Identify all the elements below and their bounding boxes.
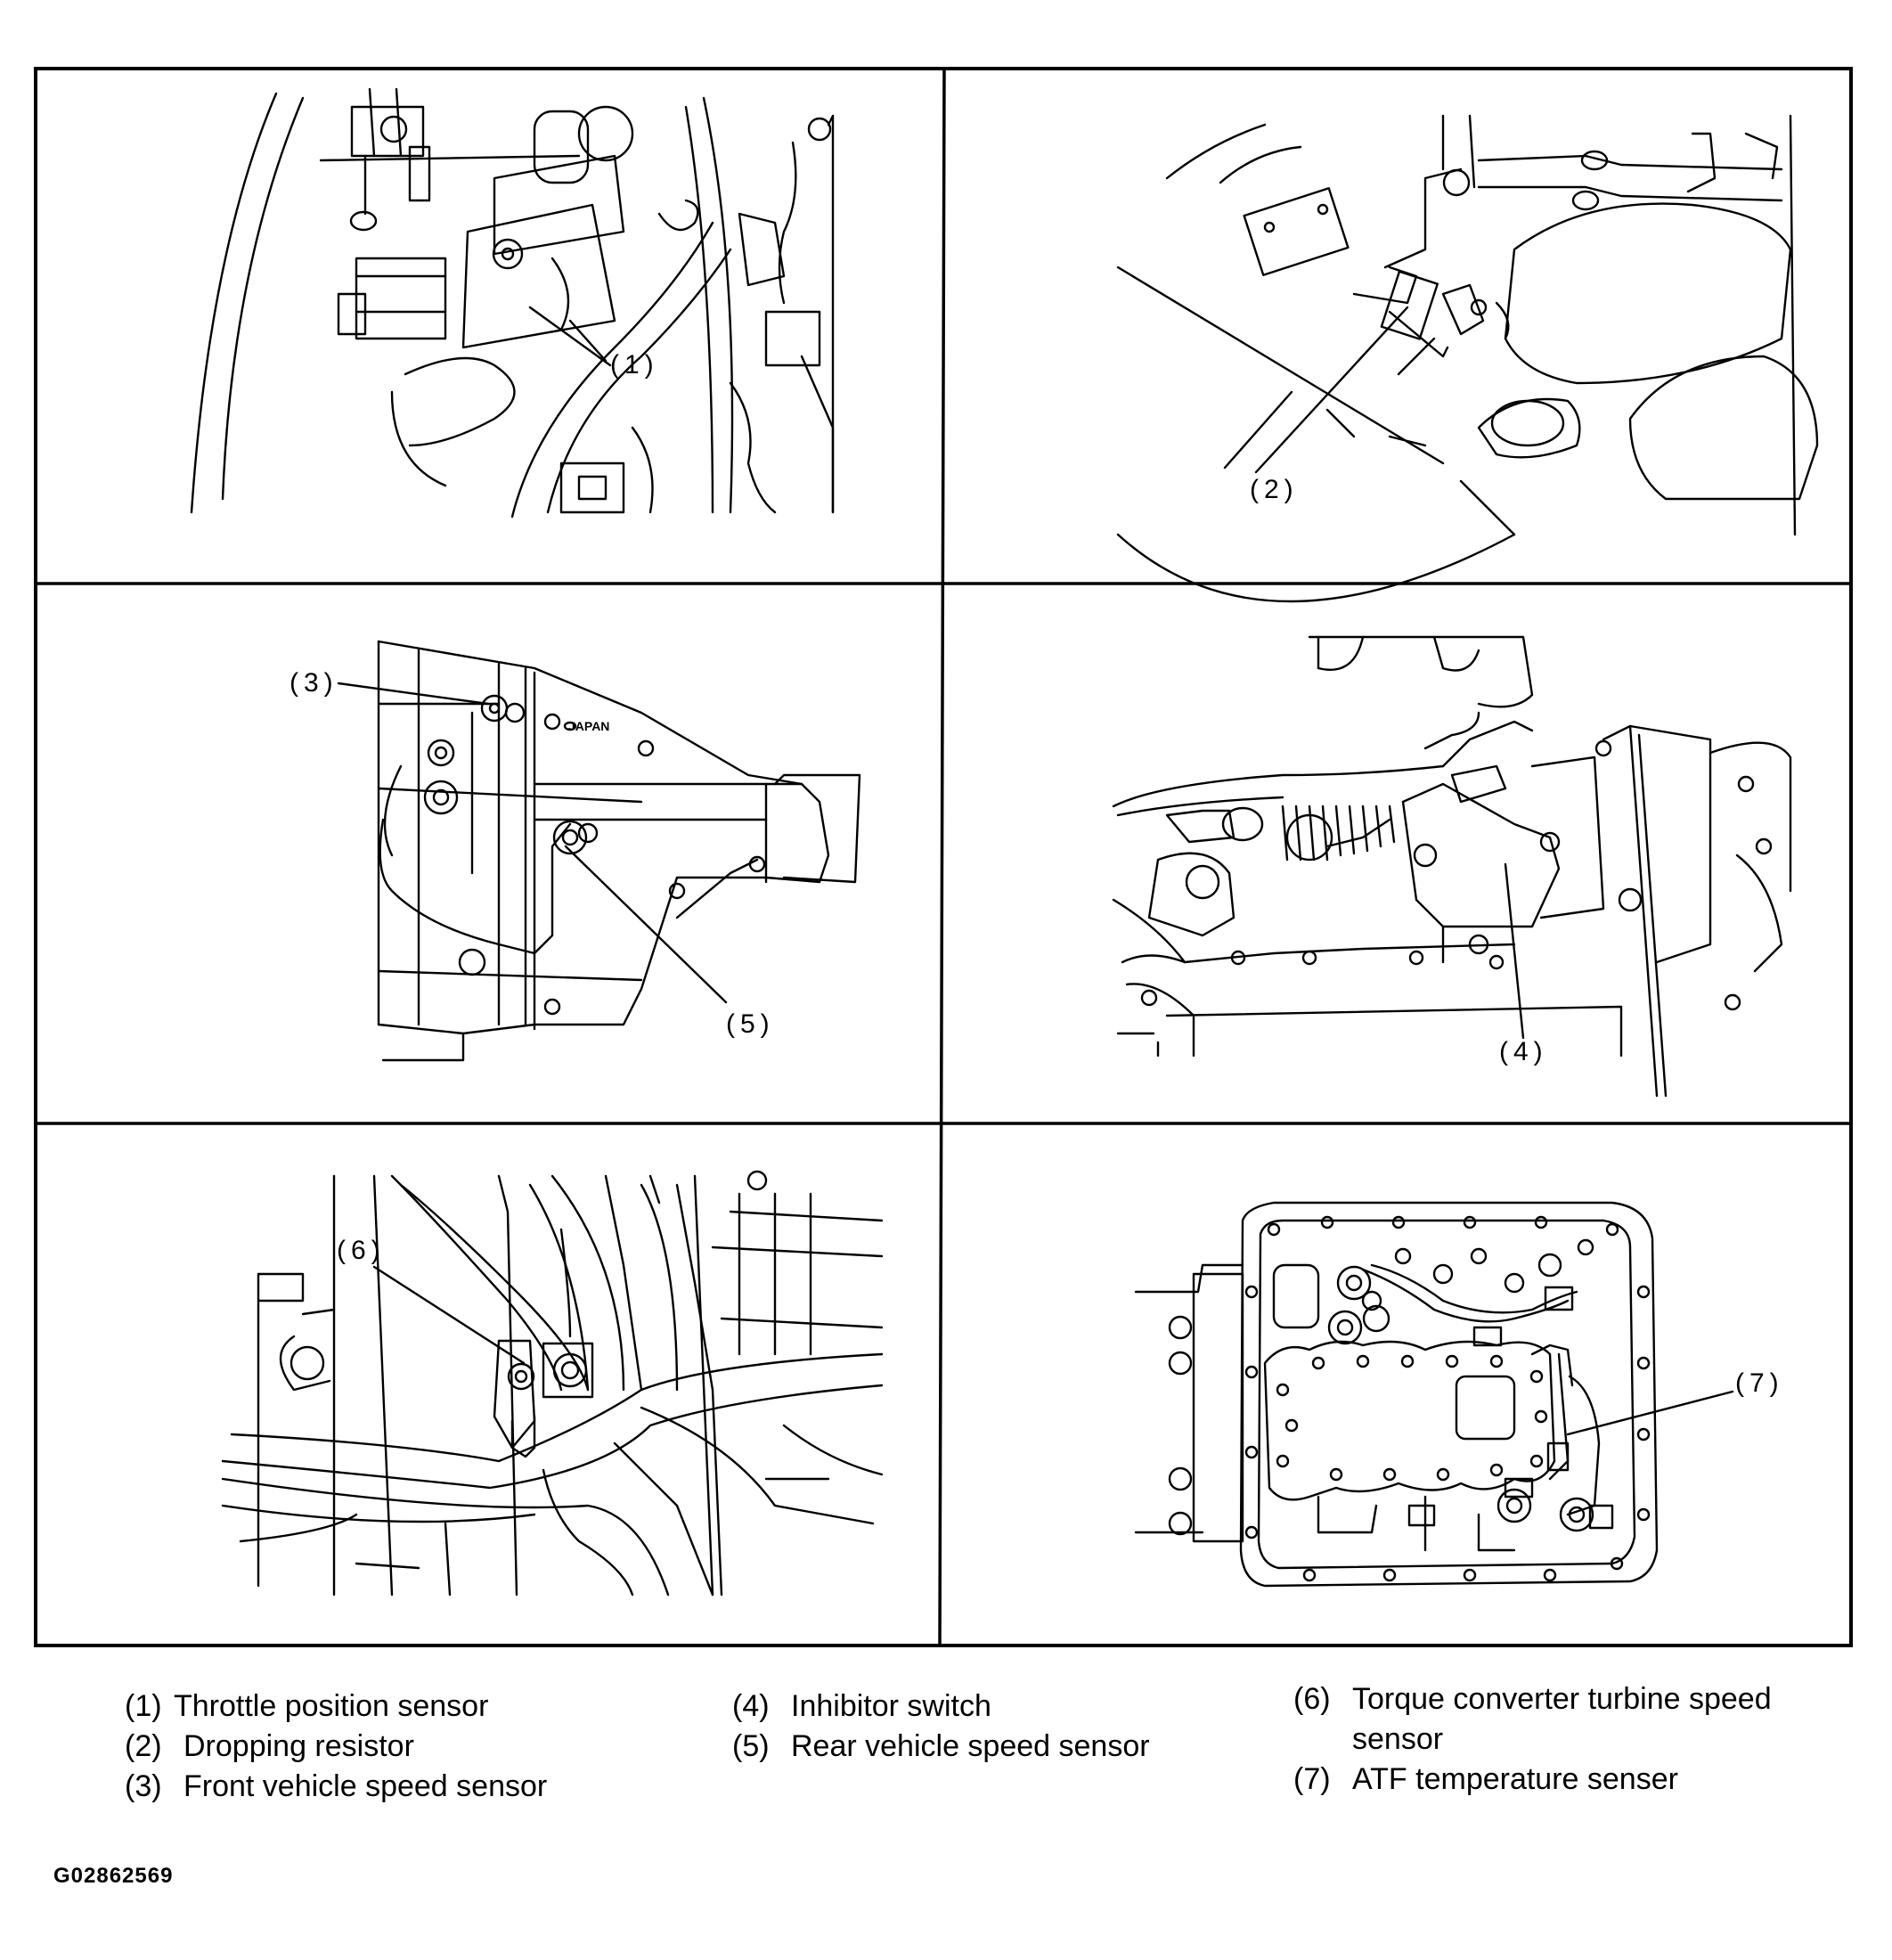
legend-item: (7) ATF temperature senser bbox=[1293, 1760, 1828, 1800]
legend-text: Rear vehicle speed sensor bbox=[791, 1729, 1150, 1763]
legend-text: Throttle position sensor bbox=[174, 1689, 489, 1723]
legend-item: (1) Throttle position sensor bbox=[125, 1686, 713, 1727]
legend-column-3: (6) Torque converter turbine speed senso… bbox=[1293, 1679, 1828, 1800]
legend-column-1: (1) Throttle position sensor (2) Droppin… bbox=[125, 1686, 713, 1807]
legend-number: (1) bbox=[125, 1689, 162, 1723]
legend-number: (3) bbox=[125, 1769, 162, 1803]
legend-number: (4) bbox=[732, 1689, 770, 1723]
panel-throttle-position-sensor bbox=[190, 87, 835, 519]
panel-dropping-resistor bbox=[1116, 114, 1819, 603]
legend-item: (5) Rear vehicle speed sensor bbox=[732, 1727, 1231, 1767]
image-code: G02862569 bbox=[53, 1864, 174, 1888]
legend-text: Inhibitor switch bbox=[791, 1689, 991, 1723]
callout-2: (2) bbox=[1250, 475, 1299, 504]
engraved-japan-text: JAPAN bbox=[568, 719, 609, 733]
legend-number: (6) bbox=[1293, 1682, 1331, 1716]
legend-number: (7) bbox=[1293, 1762, 1331, 1796]
callout-5: (5) bbox=[726, 1009, 775, 1039]
callout-leaders bbox=[528, 306, 612, 367]
legend-item: (6) Torque converter turbine speed senso… bbox=[1293, 1679, 1828, 1760]
panel-vehicle-speed-sensors bbox=[337, 640, 861, 1062]
legend-text: Dropping resistor bbox=[183, 1729, 414, 1763]
legend-column-2: (4) Inhibitor switch (5) Rear vehicle sp… bbox=[732, 1686, 1231, 1767]
component-location-drawing: JAPAN bbox=[34, 67, 1853, 1646]
callout-1: (1) bbox=[610, 350, 659, 380]
legend-text: ATF temperature senser bbox=[1352, 1762, 1678, 1796]
legend-number: (5) bbox=[732, 1729, 770, 1763]
legend-item: (2) Dropping resistor bbox=[125, 1727, 713, 1767]
panel-grid bbox=[34, 67, 1853, 1646]
callout-4: (4) bbox=[1499, 1037, 1548, 1066]
panel-atf-temperature-sensor bbox=[1134, 1201, 1734, 1588]
panel-inhibitor-switch bbox=[1112, 635, 1792, 1098]
legend-item: (4) Inhibitor switch bbox=[732, 1686, 1231, 1727]
legend-text: Torque converter turbine speed sensor bbox=[1352, 1682, 1772, 1756]
callout-6: (6) bbox=[337, 1236, 386, 1265]
callout-7: (7) bbox=[1735, 1368, 1784, 1398]
legend-text: Front vehicle speed sensor bbox=[183, 1769, 548, 1803]
legend-item: (3) Front vehicle speed sensor bbox=[125, 1767, 713, 1807]
callout-3: (3) bbox=[290, 668, 338, 698]
legend-number: (2) bbox=[125, 1729, 162, 1763]
panel-turbine-speed-sensor bbox=[221, 1170, 884, 1597]
